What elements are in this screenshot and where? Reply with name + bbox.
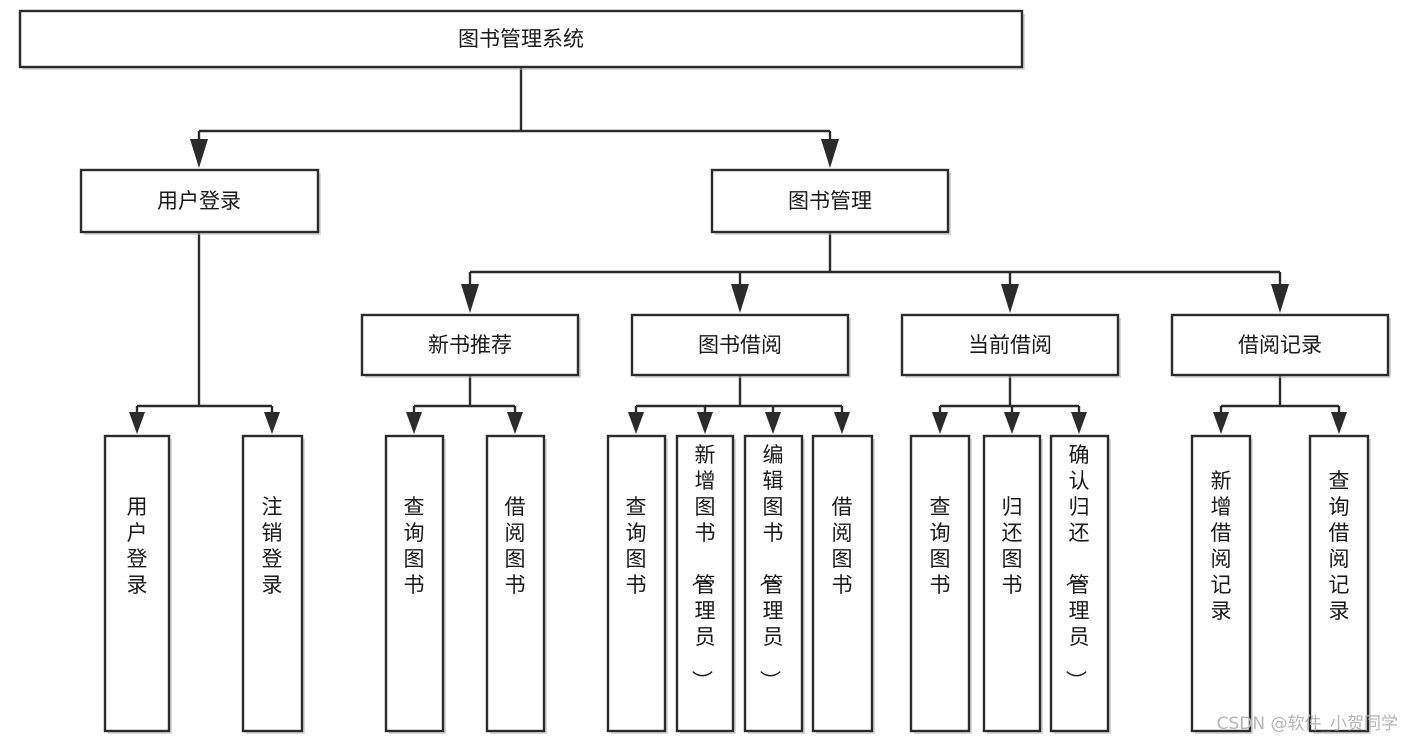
leaf-user-login-box	[103, 434, 171, 733]
arrowhead-borrow-record	[1271, 284, 1289, 313]
arrowhead-leaf-user-login	[129, 412, 145, 434]
current-borrow-box	[900, 313, 1120, 377]
new-book-recommend-label: 新书推荐	[428, 333, 512, 357]
arrowhead-leaf-add-book	[697, 412, 713, 434]
arrowhead-leaf-query-book-current	[932, 412, 948, 434]
borrow-record-box	[1170, 313, 1390, 377]
user-login-label: 用户登录	[157, 189, 241, 213]
node-book-management[interactable]: 图书管理	[710, 168, 951, 235]
node-leaf-borrow-book-recommend[interactable]: 借阅图书	[485, 434, 547, 734]
node-leaf-edit-book[interactable]: 编辑图书（管理员）	[743, 434, 805, 734]
arrowhead-book-management	[821, 139, 839, 168]
leaf-return-book-label: 归还图书	[1002, 495, 1023, 597]
node-leaf-query-book-recommend[interactable]: 查询图书	[384, 434, 446, 734]
arrowhead-leaf-query-book-borrow	[628, 412, 644, 434]
leaf-edit-book-box	[743, 434, 804, 733]
node-current-borrow[interactable]: 当前借阅	[900, 313, 1121, 378]
leaf-confirm-return-label: 确认归还（管理员）	[1064, 443, 1090, 691]
node-leaf-return-book[interactable]: 归还图书	[982, 434, 1043, 734]
leaf-borrow-book-label: 借阅图书	[832, 495, 853, 597]
node-borrow-record[interactable]: 借阅记录	[1170, 313, 1391, 378]
current-borrow-label: 当前借阅	[968, 333, 1052, 357]
node-leaf-borrow-book[interactable]: 借阅图书	[811, 434, 875, 734]
arrowhead-current-borrow	[1001, 284, 1019, 313]
book-borrow-box	[630, 313, 850, 377]
leaf-query-book-current-label: 查询图书	[930, 495, 951, 597]
node-leaf-query-book-current[interactable]: 查询图书	[909, 434, 972, 734]
leaf-nodes-layer: 用户登录 注销登录 查询图书 借阅图书 查询图书	[103, 434, 1371, 734]
arrowhead-new-book-recommend	[461, 284, 479, 313]
leaf-confirm-return-box	[1049, 434, 1110, 733]
node-root[interactable]: 图书管理系统	[18, 9, 1025, 70]
leaf-query-book-borrow-label: 查询图书	[626, 495, 647, 597]
root-label: 图书管理系统	[458, 27, 584, 51]
leaf-user-login-label: 用户登录	[127, 495, 148, 597]
node-new-book-recommend[interactable]: 新书推荐	[360, 313, 581, 378]
arrowhead-book-borrow	[731, 284, 749, 313]
leaf-borrow-book-box	[811, 434, 874, 733]
leaf-query-book-recommend-label: 查询图书	[404, 495, 425, 597]
arrowhead-leaf-query-book-recommend	[406, 412, 422, 434]
arrowhead-leaf-confirm-return	[1071, 412, 1087, 434]
node-leaf-add-book[interactable]: 新增图书（管理员）	[675, 434, 736, 734]
arrowhead-leaf-return-book	[1004, 412, 1020, 434]
arrowhead-leaf-query-borrow-record	[1331, 412, 1347, 434]
leaf-query-borrow-record-box	[1308, 434, 1370, 733]
leaf-add-book-box	[675, 434, 735, 733]
new-book-recommend-box	[360, 313, 580, 377]
leaf-logout-label: 注销登录	[262, 495, 283, 597]
leaf-borrow-book-recommend-box	[485, 434, 546, 733]
leaf-query-book-recommend-box	[384, 434, 445, 733]
node-user-login[interactable]: 用户登录	[79, 168, 321, 235]
arrowhead-leaf-edit-book	[765, 412, 781, 434]
node-book-borrow[interactable]: 图书借阅	[630, 313, 851, 378]
leaf-query-book-borrow-box	[606, 434, 667, 733]
csdn-watermark: CSDN @软件_小贺同学	[1217, 714, 1398, 734]
book-management-box	[710, 168, 950, 234]
user-login-box	[79, 168, 320, 234]
arrowhead-leaf-logout	[264, 412, 280, 434]
leaf-query-book-current-box	[909, 434, 971, 733]
node-leaf-logout[interactable]: 注销登录	[241, 434, 305, 734]
node-leaf-user-login[interactable]: 用户登录	[103, 434, 172, 734]
leaf-add-book-label: 新增图书（管理员）	[690, 443, 716, 691]
arrowhead-user-login	[190, 139, 208, 168]
leaf-return-book-box	[982, 434, 1042, 733]
node-leaf-query-book-borrow[interactable]: 查询图书	[606, 434, 668, 734]
borrow-record-label: 借阅记录	[1238, 333, 1322, 357]
leaf-edit-book-label: 编辑图书（管理员）	[758, 443, 784, 691]
root-box	[18, 9, 1024, 69]
node-leaf-query-borrow-record[interactable]: 查询借阅记录	[1308, 434, 1371, 734]
leaf-add-borrow-record-box	[1190, 434, 1252, 733]
node-leaf-add-borrow-record[interactable]: 新增借阅记录	[1190, 434, 1253, 734]
leaf-logout-box	[241, 434, 304, 733]
book-borrow-label: 图书借阅	[698, 333, 782, 357]
arrowhead-leaf-borrow-book	[834, 412, 850, 434]
arrowhead-leaf-add-borrow-record	[1213, 412, 1229, 434]
arrowhead-leaf-borrow-book-recommend	[507, 412, 523, 434]
node-leaf-confirm-return[interactable]: 确认归还（管理员）	[1049, 434, 1111, 734]
connector-layer	[129, 67, 1347, 434]
leaf-query-borrow-record-label: 查询借阅记录	[1329, 469, 1350, 623]
leaf-add-borrow-record-label: 新增借阅记录	[1211, 469, 1232, 623]
book-management-label: 图书管理	[788, 189, 872, 213]
leaf-borrow-book-recommend-label: 借阅图书	[505, 495, 526, 597]
